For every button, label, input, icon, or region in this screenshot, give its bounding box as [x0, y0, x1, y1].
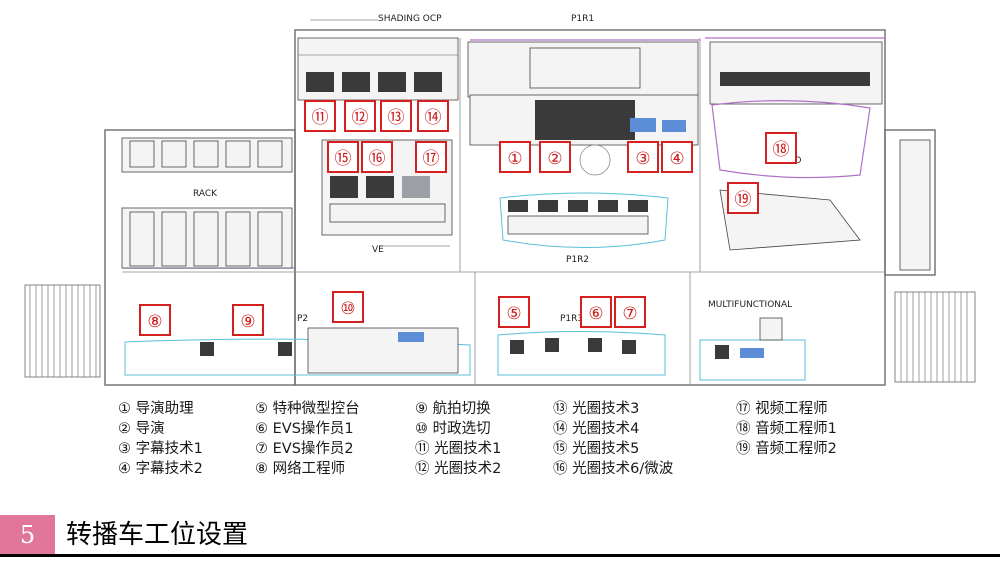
legend-item: ⑬ 光圈技术3: [553, 401, 640, 417]
audio-room: [709, 41, 931, 271]
legend-item: ⑥ EVS操作员1: [255, 421, 354, 437]
legend-item: ⑰ 视频工程师: [736, 401, 828, 417]
station-17: ⑰: [415, 141, 447, 173]
svg-text:⑭: ⑭: [425, 108, 442, 128]
svg-text:⑱: ⑱: [773, 140, 790, 160]
legend-column-2: ⑤ 特种微型控台 ⑥ EVS操作员1 ⑦ EVS操作员2 ⑧ 网络工程师: [255, 399, 360, 479]
station-3: ③: [627, 141, 659, 173]
svg-text:③: ③: [635, 149, 650, 169]
svg-text:⑮: ⑮: [335, 149, 352, 169]
legend-item: ⑪ 光圈技术1: [415, 441, 502, 457]
svg-text:⑬: ⑬: [388, 108, 405, 128]
legend-item: ⑭ 光圈技术4: [553, 421, 640, 437]
svg-text:⑩: ⑩: [340, 299, 355, 319]
p2-desk: [124, 327, 471, 376]
station-19: ⑲: [727, 182, 759, 214]
label-p1r2: P1R2: [566, 255, 589, 265]
section-number: 5: [0, 515, 55, 555]
label-p1r1: P1R1: [571, 14, 594, 24]
left-stairs: [24, 284, 101, 378]
legend-item: ⑮ 光圈技术5: [553, 441, 640, 457]
label-p1r3: P1R3: [560, 314, 583, 324]
label-rack: RACK: [193, 189, 218, 199]
svg-text:⑫: ⑫: [352, 108, 369, 128]
station-2: ②: [539, 141, 571, 173]
station-18: ⑱: [765, 132, 797, 164]
station-14: ⑭: [417, 100, 449, 132]
legend-column-1: ① 导演助理 ② 导演 ③ 字幕技术1 ④ 字幕技术2: [118, 399, 203, 479]
station-11: ⑪: [304, 100, 336, 132]
svg-text:⑪: ⑪: [312, 108, 329, 128]
svg-text:⑧: ⑧: [147, 312, 162, 332]
svg-text:⑦: ⑦: [622, 304, 637, 324]
station-10: ⑩: [332, 291, 364, 323]
station-16: ⑯: [361, 141, 393, 173]
p1r3-desk: [497, 331, 666, 376]
legend-column-3: ⑨ 航拍切换 ⑩ 时政选切 ⑪ 光圈技术1 ⑫ 光圈技术2: [415, 399, 501, 479]
label-shading-ocp: SHADING OCP: [378, 14, 442, 24]
station-legend: ① 导演助理 ② 导演 ③ 字幕技术1 ④ 字幕技术2 ⑤ 特种微型控台 ⑥ E…: [118, 399, 958, 487]
floor-plan: SHADING OCP P1R1 RACK AUDIO VE P1R2 P2 P…: [24, 14, 976, 386]
svg-text:④: ④: [669, 149, 684, 169]
legend-item: ⑯ 光圈技术6/微波: [553, 461, 674, 477]
legend-item: ① 导演助理: [118, 401, 194, 417]
legend-item: ⑨ 航拍切换: [415, 401, 491, 417]
svg-text:①: ①: [507, 149, 522, 169]
station-7: ⑦: [614, 296, 646, 328]
svg-text:⑰: ⑰: [423, 149, 440, 169]
multifunctional-desk: [699, 317, 806, 381]
section-divider: [0, 554, 1000, 557]
legend-item: ⑤ 特种微型控台: [255, 401, 360, 417]
legend-item: ⑧ 网络工程师: [255, 461, 346, 477]
svg-text:⑨: ⑨: [240, 312, 255, 332]
svg-text:⑤: ⑤: [506, 304, 521, 324]
legend-item: ⑲ 音频工程师2: [736, 441, 837, 457]
legend-column-5: ⑰ 视频工程师 ⑱ 音频工程师1 ⑲ 音频工程师2: [736, 399, 837, 459]
label-multifunctional: MULTIFUNCTIONAL: [708, 300, 792, 310]
rack-area: [121, 137, 293, 269]
legend-item: ⑱ 音频工程师1: [736, 421, 837, 437]
shading-ocp-desk: [297, 19, 459, 101]
p1r1-desk: [467, 41, 699, 176]
legend-item: ⑫ 光圈技术2: [415, 461, 502, 477]
station-13: ⑬: [380, 100, 412, 132]
station-8: ⑧: [139, 304, 171, 336]
station-4: ④: [661, 141, 693, 173]
station-15: ⑮: [327, 141, 359, 173]
station-9: ⑨: [232, 304, 264, 336]
station-12: ⑫: [344, 100, 376, 132]
legend-column-4: ⑬ 光圈技术3 ⑭ 光圈技术4 ⑮ 光圈技术5 ⑯ 光圈技术6/微波: [553, 399, 673, 479]
legend-item: ⑦ EVS操作员2: [255, 441, 354, 457]
svg-text:②: ②: [547, 149, 562, 169]
svg-text:⑲: ⑲: [735, 190, 752, 210]
p1r2-desk: [499, 192, 669, 248]
legend-item: ⑩ 时政选切: [415, 421, 491, 437]
label-p2: P2: [297, 314, 308, 324]
svg-text:⑥: ⑥: [588, 304, 603, 324]
legend-item: ④ 字幕技术2: [118, 461, 203, 477]
section-header: 5 转播车工位设置: [0, 515, 1000, 555]
right-stairs: [894, 291, 976, 383]
legend-item: ② 导演: [118, 421, 165, 437]
station-6: ⑥: [580, 296, 612, 328]
station-1: ①: [499, 141, 531, 173]
label-ve: VE: [372, 245, 384, 255]
legend-item: ③ 字幕技术1: [118, 441, 203, 457]
svg-text:⑯: ⑯: [369, 149, 386, 169]
section-title: 转播车工位设置: [66, 520, 249, 550]
station-5: ⑤: [498, 296, 530, 328]
